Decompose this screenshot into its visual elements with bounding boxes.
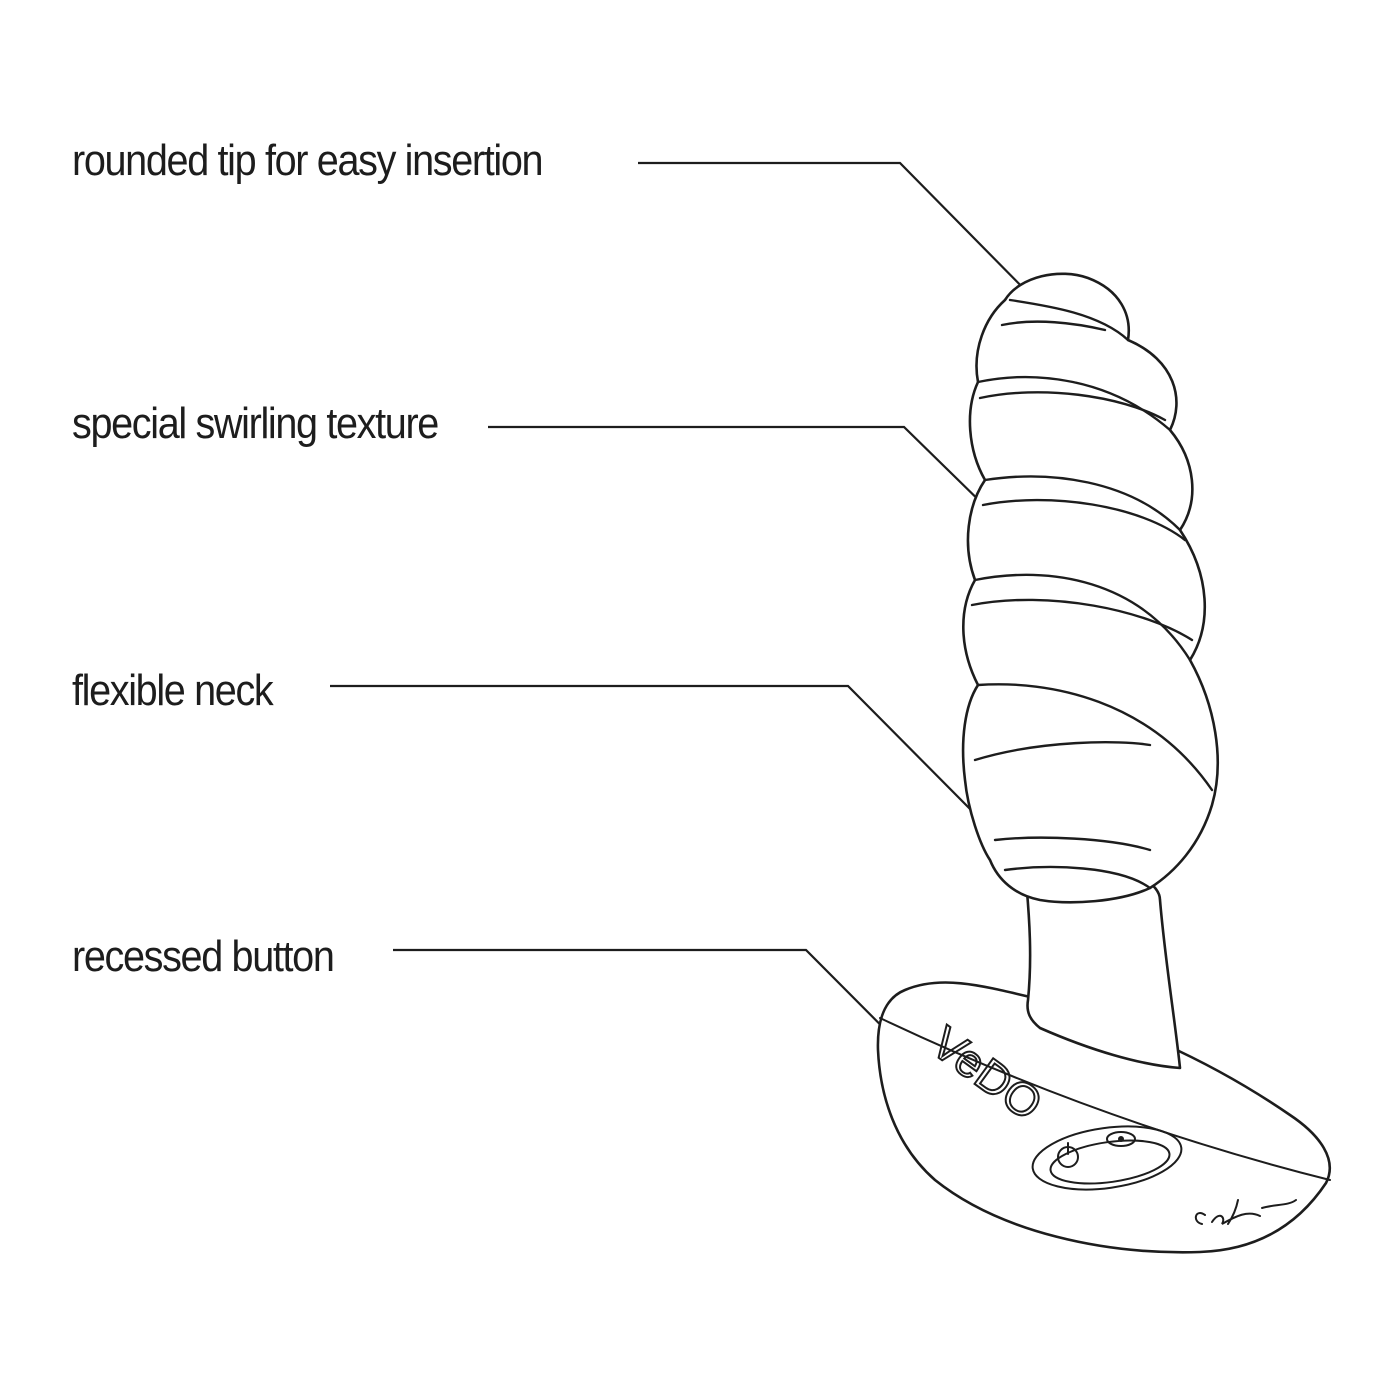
swirl-ridge-3b — [981, 498, 1187, 542]
swirl-ridge-3 — [983, 475, 1182, 532]
body-outline — [961, 272, 1220, 904]
callout-label-tip: rounded tip for easy insertion — [72, 136, 544, 185]
body-collar-top — [993, 836, 1152, 852]
leader-line-tip — [638, 161, 1036, 301]
swirl-ridge-5 — [976, 683, 1214, 792]
swirl-ridge-2b — [978, 391, 1167, 422]
callout-label-button: recessed button — [72, 932, 335, 981]
callout-label-neck: flexible neck — [72, 666, 274, 715]
swirl-ridge-1b — [1000, 320, 1107, 332]
callout-label-texture: special swirling texture — [72, 399, 439, 448]
leader-line-texture — [488, 425, 1041, 561]
power-icon — [1057, 1142, 1079, 1168]
signature-logo — [1194, 1199, 1297, 1225]
swirl-ridge-5b — [973, 741, 1152, 762]
swirl-ridge-4b — [970, 598, 1194, 642]
button-recess-outline — [1031, 1125, 1183, 1191]
swirl-ridge-2 — [976, 375, 1172, 432]
swirl-ridge-1 — [1008, 298, 1130, 342]
textured-body — [961, 272, 1220, 904]
light-indicator-icon — [1106, 1131, 1136, 1147]
base-flange: VeDO — [876, 981, 1332, 1254]
swirl-ridge-4 — [973, 573, 1192, 662]
flange-top-edge — [879, 1017, 1331, 1181]
recessed-button[interactable] — [1029, 1118, 1186, 1198]
body-collar-bottom — [1003, 865, 1152, 890]
